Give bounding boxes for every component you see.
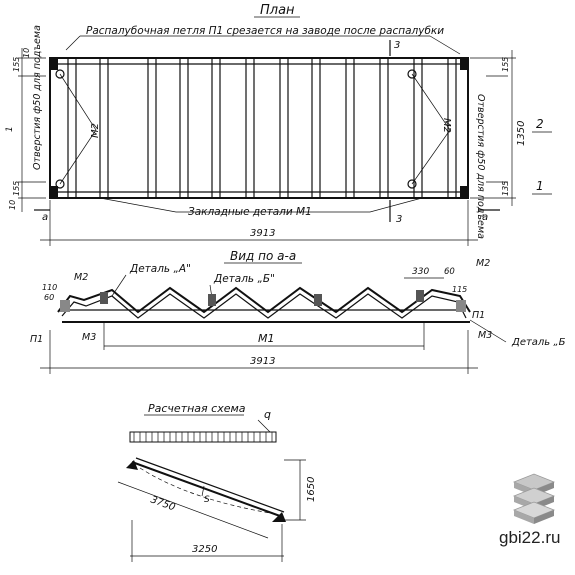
svg-text:1: 1	[5, 126, 15, 132]
svg-text:60: 60	[44, 293, 54, 302]
left-opening-leader	[59, 73, 97, 185]
embedded-leader	[99, 197, 423, 213]
slab-outline	[49, 57, 469, 199]
svg-text:М3: М3	[82, 332, 96, 343]
view-mark-left: а	[42, 212, 48, 223]
support-right	[272, 512, 286, 522]
svg-text:155: 155	[12, 181, 21, 196]
svg-text:155: 155	[12, 57, 21, 72]
svg-text:М2: М2	[476, 258, 490, 269]
profile-inner	[61, 293, 467, 319]
scheme-title: Расчетная схема	[148, 402, 246, 415]
loop-note: Распалубочная петля П1 срезается на заво…	[86, 25, 444, 37]
detail-a-label: Деталь „А"	[129, 263, 191, 275]
profile-embedded-parts	[60, 290, 466, 312]
plan-m2-right: М2	[441, 118, 452, 133]
deflection-curve	[139, 467, 277, 515]
ribs	[67, 58, 457, 198]
load-hatch	[133, 432, 273, 442]
svg-text:1: 1	[536, 179, 544, 193]
svg-text:М3: М3	[478, 330, 492, 341]
svg-text:10: 10	[8, 200, 17, 210]
svg-text:S: S	[204, 495, 210, 505]
support-left	[126, 460, 138, 470]
plan-width: 1350	[516, 121, 527, 146]
svg-text:330: 330	[412, 267, 429, 277]
svg-text:П1: П1	[30, 334, 43, 345]
section-mark-top: 3	[394, 40, 400, 51]
view-title: Вид по а-а	[230, 249, 296, 263]
scheme-horizontal: 3250	[192, 544, 217, 555]
left-dimensions: 155 155 10 10 1	[5, 48, 46, 212]
plan-length: 3913	[250, 228, 275, 239]
load-bar	[129, 431, 277, 443]
svg-text:60: 60	[444, 267, 455, 277]
corner-details	[50, 58, 468, 198]
inclined-beam	[131, 461, 281, 517]
scheme-height: 1650	[306, 477, 317, 502]
view-length: 3913	[250, 356, 275, 367]
scheme-slope: 3750	[149, 494, 177, 513]
view-mark-right: а	[482, 212, 488, 223]
svg-text:115: 115	[452, 285, 467, 294]
detail-b-label: Деталь „Б"	[213, 273, 275, 285]
view-m1: М1	[258, 332, 275, 345]
plan-title: План	[260, 3, 295, 18]
site-watermark: gbi22.ru	[499, 528, 561, 547]
scheme-load: q	[264, 408, 271, 421]
svg-text:155: 155	[501, 57, 510, 72]
right-dimensions: 155 135 1350 2 1	[470, 50, 552, 206]
right-opening-note: Отверстия ф50 для подъема	[475, 94, 486, 239]
svg-text:10: 10	[22, 48, 31, 58]
slab-stack-logo	[512, 473, 556, 524]
section-mark-bottom: 3	[396, 214, 402, 225]
svg-text:П1: П1	[472, 310, 485, 321]
plan-m2-left: М2	[90, 123, 101, 138]
svg-text:М2: М2	[74, 272, 88, 283]
corrugated-profile	[57, 286, 471, 314]
svg-text:2: 2	[536, 117, 544, 131]
detail-b-right-label: Деталь „Б	[511, 337, 566, 348]
svg-text:135: 135	[501, 181, 510, 196]
svg-text:110: 110	[42, 283, 57, 292]
left-opening-note: Отверстия ф50 для подъема	[32, 25, 43, 170]
right-opening-leader	[411, 73, 451, 185]
